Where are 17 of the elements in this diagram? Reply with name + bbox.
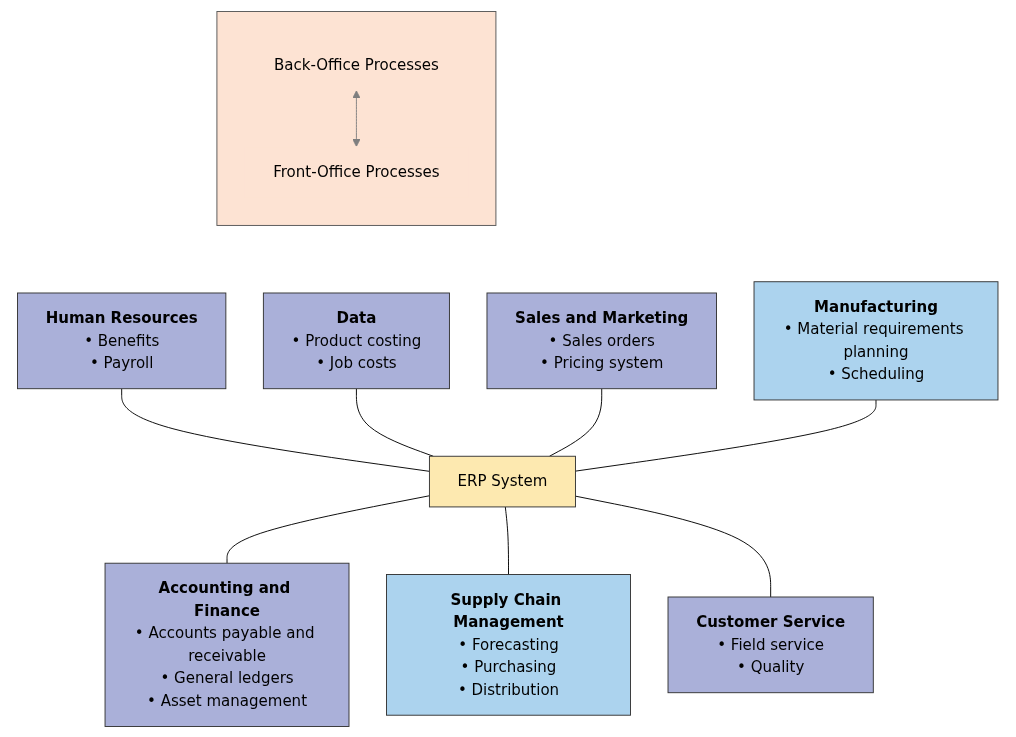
connector [575,495,772,597]
node-box [429,455,577,507]
node-text: Back-Office Processes [274,55,440,73]
connector [121,387,431,472]
node-box [486,292,718,389]
node-box [104,562,350,727]
node-text: Front-Office Processes [273,162,440,180]
node-box [17,292,227,389]
node-box [263,292,451,389]
cluster [216,10,497,226]
connector [575,399,877,472]
node-box [667,596,875,693]
erp-diagram: Back-Office Processes Front-Office Processes Human Resources • Benefits • Payroll Data • Product costing • Job costs Sales and Marketing • Sales orders • Pricing system Manufacturing • Material requirements planning • Scheduling ERP System Accounting and Finance • Accounts payable and receivable • General ledgers • Asset management Supply Chain Management • Forecasting • Purchasing • Distribution Customer Service • Field service • Quality [10,3,1006,734]
connector [505,505,510,575]
node-box [386,573,632,716]
connector [226,494,431,564]
node-box [753,280,999,400]
